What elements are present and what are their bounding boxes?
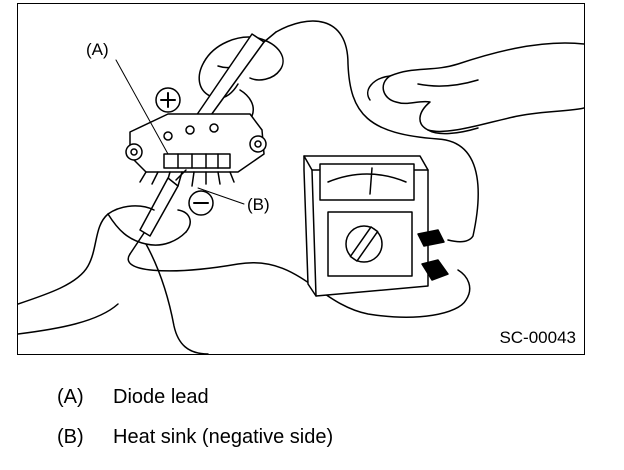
rectifier-assembly: [125, 113, 267, 187]
right-hand-drawing: [367, 42, 584, 135]
positive-probe-cable: [275, 20, 479, 243]
lower-hand-drawing: [18, 205, 209, 354]
callout-a-label: (A): [86, 40, 109, 59]
legend-text: Diode lead: [113, 386, 209, 408]
diagram-frame: (A) (B) SC-00043: [17, 3, 585, 355]
legend-item: (B) Heat sink (negative side): [57, 426, 333, 449]
legend-key: (B): [57, 426, 84, 448]
negative-probe-cable: [127, 253, 471, 318]
minus-sign-icon: [188, 190, 214, 216]
figure-id: SC-00043: [499, 328, 576, 347]
callout-b-leader: [197, 187, 245, 205]
multimeter: [303, 155, 449, 297]
negative-probe: [129, 169, 187, 255]
legend-item: (A) Diode lead: [57, 386, 209, 409]
legend-text: Heat sink (negative side): [113, 426, 334, 448]
diode-test-illustration: [18, 20, 584, 354]
legend-key: (A): [57, 386, 84, 408]
callout-b-label: (B): [247, 195, 270, 214]
callout-a-leader: [115, 59, 169, 155]
plus-sign-icon: [155, 87, 181, 113]
